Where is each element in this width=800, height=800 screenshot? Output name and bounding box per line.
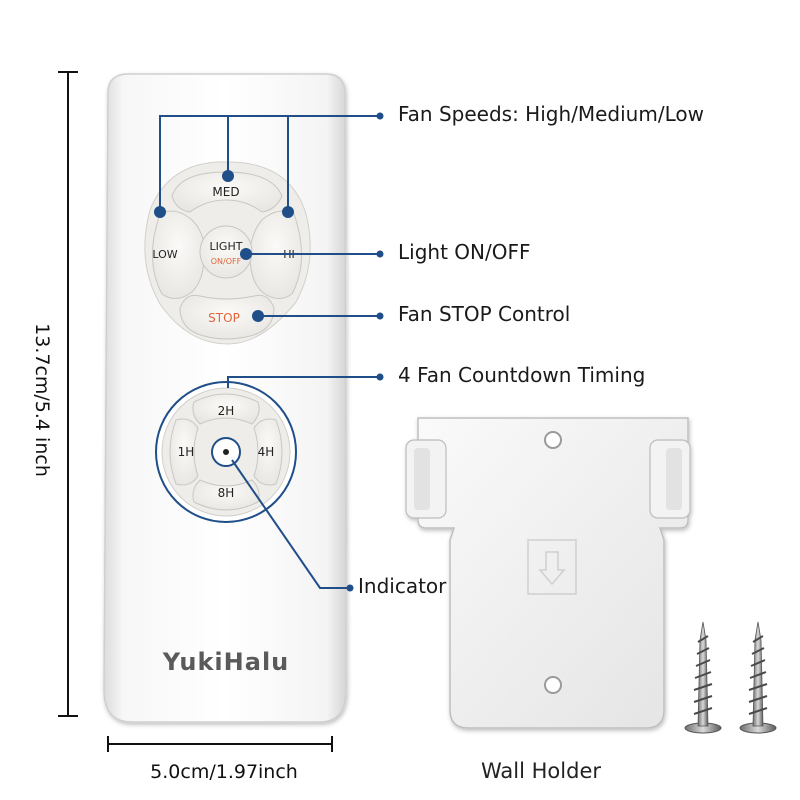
light-button-sublabel: ON/OFF (211, 257, 242, 266)
indicator-callout: Indicator (358, 574, 447, 598)
low-speed-label: LOW (152, 248, 177, 261)
wall-holder-label: Wall Holder (481, 759, 601, 783)
fan-speeds-callout: Fan Speeds: High/Medium/Low (398, 102, 704, 126)
callout-dots (154, 112, 384, 592)
brand-logo-text: YukiHalu (162, 648, 290, 676)
light-callout: Light ON/OFF (398, 240, 531, 264)
timer-2h-label: 2H (218, 404, 235, 418)
timer-8h-label: 8H (218, 486, 235, 500)
callout-lines (159, 115, 380, 589)
timer-1h-label: 1H (178, 445, 195, 459)
height-dimension: 13.7cm/5.4 inch (31, 71, 78, 717)
timer-4h-button[interactable]: 4H (253, 418, 283, 486)
low-speed-button[interactable]: LOW (152, 210, 205, 299)
width-dimension-label: 5.0cm/1.97inch (150, 761, 298, 783)
timer-8h-button[interactable]: 8H (192, 479, 260, 511)
wall-holder (405, 417, 691, 729)
height-dimension-label: 13.7cm/5.4 inch (31, 323, 53, 477)
screw-1 (684, 621, 722, 734)
timer-4h-label: 4H (258, 445, 275, 459)
light-button[interactable]: LIGHT ON/OFF (199, 225, 253, 279)
med-button-label: MED (212, 185, 239, 199)
stop-callout: Fan STOP Control (398, 302, 571, 326)
timer-2h-button[interactable]: 2H (192, 393, 260, 425)
timer-callout: 4 Fan Countdown Timing (398, 363, 646, 387)
stop-button-label: STOP (208, 311, 240, 325)
screw-2 (739, 621, 777, 734)
timer-1h-button[interactable]: 1H (169, 418, 199, 486)
width-dimension: 5.0cm/1.97inch (107, 736, 333, 783)
stop-button[interactable]: STOP (179, 294, 275, 340)
indicator-light (211, 437, 241, 467)
light-button-label: LIGHT (210, 240, 243, 253)
